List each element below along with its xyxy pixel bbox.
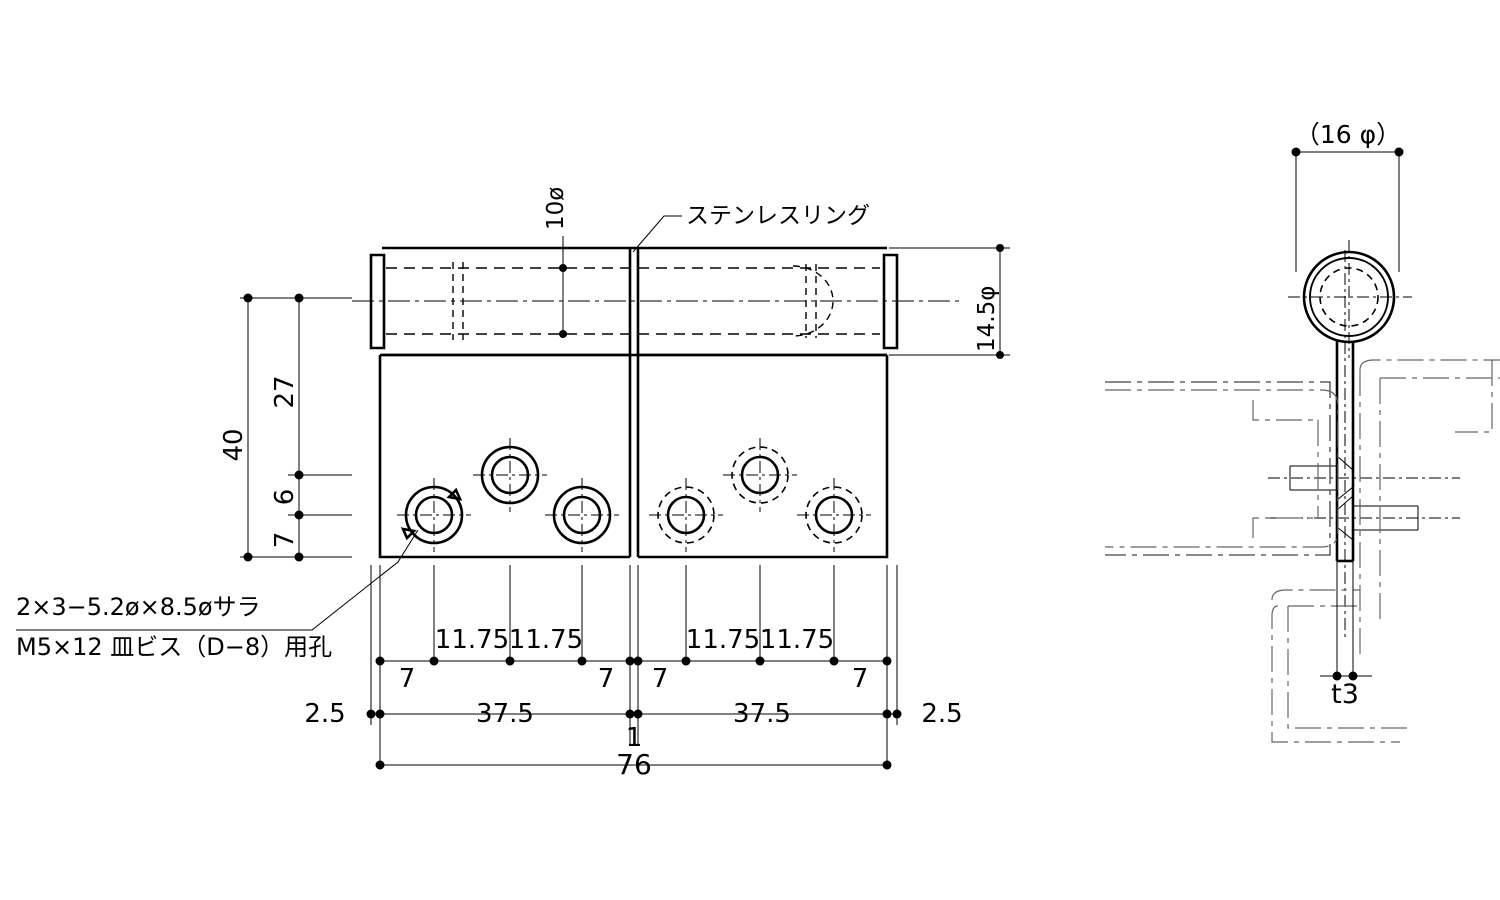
sdim-arrow-left xyxy=(1291,147,1301,157)
right-stainless-ring xyxy=(882,253,899,350)
right-door-profile-phantom xyxy=(1359,359,1500,660)
pin-diameter-label: 10ø xyxy=(543,187,569,230)
chain-label-7-b: 7 xyxy=(598,664,615,694)
chain1-tick xyxy=(505,656,515,666)
jamb-top2-phantom xyxy=(1271,589,1360,601)
screw-note-arrow-upper xyxy=(446,487,463,501)
jamb-outer2-phantom xyxy=(1271,605,1400,743)
barrel-diameter-dimension: 14.5φ xyxy=(889,244,1010,359)
thickness-dimension: t3 xyxy=(1320,561,1372,710)
screw-hole xyxy=(545,478,619,552)
side-hinge-plate xyxy=(1268,250,1460,640)
pin-end-arc-hidden xyxy=(792,265,834,337)
chain1-tick xyxy=(625,656,635,666)
screw-hole-callout: 2×3−5.2ø×8.5øサラ M5×12 皿ビス（D−8）用孔 xyxy=(16,487,463,661)
screw-note-line2: M5×12 皿ビス（D−8）用孔 xyxy=(16,633,332,661)
left-frame-profile-phantom xyxy=(1105,381,1339,556)
chain2-tick xyxy=(633,709,643,719)
horizontal-dimensions: 7 11.75 11.75 7 7 11.75 11.75 7 2.5 37.5… xyxy=(304,565,963,781)
barrel-diameter-label: 14.5φ xyxy=(974,286,1000,352)
chain-label-7-a: 7 xyxy=(399,664,416,694)
chain-label-1175-a: 11.75 xyxy=(435,625,509,655)
vertical-dimensions: 40 27 6 7 xyxy=(219,293,352,562)
dim-40-arrow-bottom xyxy=(243,552,253,562)
barrel-dia-arrow-bottom xyxy=(996,351,1004,359)
dim-2p5-left-label: 2.5 xyxy=(304,699,345,729)
dim-37p5-right-label: 37.5 xyxy=(733,699,791,729)
chain-label-1175-b: 11.75 xyxy=(509,625,583,655)
frame-inner-phantom xyxy=(1105,389,1339,548)
stainless-ring-label: ステンレスリング xyxy=(686,203,870,229)
dim-7v-label: 7 xyxy=(270,532,300,549)
screw-hole xyxy=(649,478,723,552)
left-stainless-ring xyxy=(369,253,386,350)
chain-label-1175-c: 11.75 xyxy=(686,625,760,655)
chain1-tick xyxy=(755,656,765,666)
lower-jamb-profile-phantom xyxy=(1271,589,1410,743)
frame-step-lower-phantom xyxy=(1252,517,1318,538)
screw-hole xyxy=(473,438,547,512)
dim-37p5-left-label: 37.5 xyxy=(476,699,534,729)
pin-diameter-dimension: 10ø xyxy=(543,187,569,338)
dim-27-label: 27 xyxy=(270,375,300,408)
dim-2p5-right-label: 2.5 xyxy=(921,699,962,729)
screw-note-line1: 2×3−5.2ø×8.5øサラ xyxy=(16,593,261,621)
thickness-label: t3 xyxy=(1331,679,1359,710)
frame-step-upper-phantom xyxy=(1252,400,1318,421)
dim-27-arrow-top xyxy=(294,293,304,303)
side-barrel-diameter-dimension: （16 φ） xyxy=(1291,120,1404,272)
right-leaf-outline xyxy=(638,355,889,559)
jamb-outer-phantom xyxy=(1287,606,1410,729)
chain1-tick xyxy=(577,656,587,666)
screw-note-leader xyxy=(16,529,419,631)
dim-40-arrow-top xyxy=(243,293,253,303)
side-barrel-section xyxy=(1288,240,1412,358)
chain-label-7-c: 7 xyxy=(652,664,669,694)
chain2-tick xyxy=(366,709,376,719)
chain-label-1175-d: 11.75 xyxy=(760,625,834,655)
dim-40-label: 40 xyxy=(219,428,249,461)
chain2-tick xyxy=(625,709,635,719)
chain1-tick xyxy=(375,656,385,666)
frame-outer-phantom xyxy=(1105,381,1331,556)
stainless-ring-callout: ステンレスリング xyxy=(632,203,870,253)
t3-arrow-left xyxy=(1332,671,1342,681)
screw-hole xyxy=(397,478,471,552)
front-elevation-view: 10ø ステンレスリング 14.5φ xyxy=(16,187,1010,781)
stainless-ring-leader xyxy=(632,215,682,253)
t3-arrow-right xyxy=(1348,671,1358,681)
side-barrel-diameter-label: （16 φ） xyxy=(1295,120,1401,149)
chain2-tick xyxy=(882,709,892,719)
dim-76-arrow-left xyxy=(375,760,385,770)
door-return-phantom xyxy=(1455,360,1493,433)
screw-hole xyxy=(797,478,871,552)
pin-dia-arrow-bottom xyxy=(559,330,567,338)
chain1-tick xyxy=(829,656,839,666)
chain1-tick xyxy=(882,656,892,666)
dim-76-arrow-right xyxy=(882,760,892,770)
sdim-arrow-right xyxy=(1394,147,1404,157)
chain2-tick xyxy=(892,709,902,719)
dim-7v-arrow-top xyxy=(294,510,304,520)
door-top-rail-phantom xyxy=(1359,359,1500,371)
dim-1-label: 1 xyxy=(626,723,643,753)
chain1-tick xyxy=(681,656,691,666)
right-leaf-screw-holes xyxy=(649,438,871,552)
barrel-dia-arrow-top xyxy=(996,244,1004,252)
screw-note-arrow-lower xyxy=(400,527,417,541)
dim-76-label: 76 xyxy=(616,748,652,781)
side-section-view: （16 φ） xyxy=(1105,120,1500,743)
chain-label-7-d: 7 xyxy=(852,664,869,694)
screw-hole xyxy=(723,438,797,512)
chain2-tick xyxy=(375,709,385,719)
dim-7v-arrow-bottom xyxy=(294,552,304,562)
hinge-leaves xyxy=(378,353,889,559)
left-leaf-screw-holes xyxy=(397,438,619,552)
chain1-tick xyxy=(429,656,439,666)
left-leaf-outline xyxy=(378,355,630,559)
dim-6-label: 6 xyxy=(270,489,300,506)
chain1-tick xyxy=(633,656,643,666)
